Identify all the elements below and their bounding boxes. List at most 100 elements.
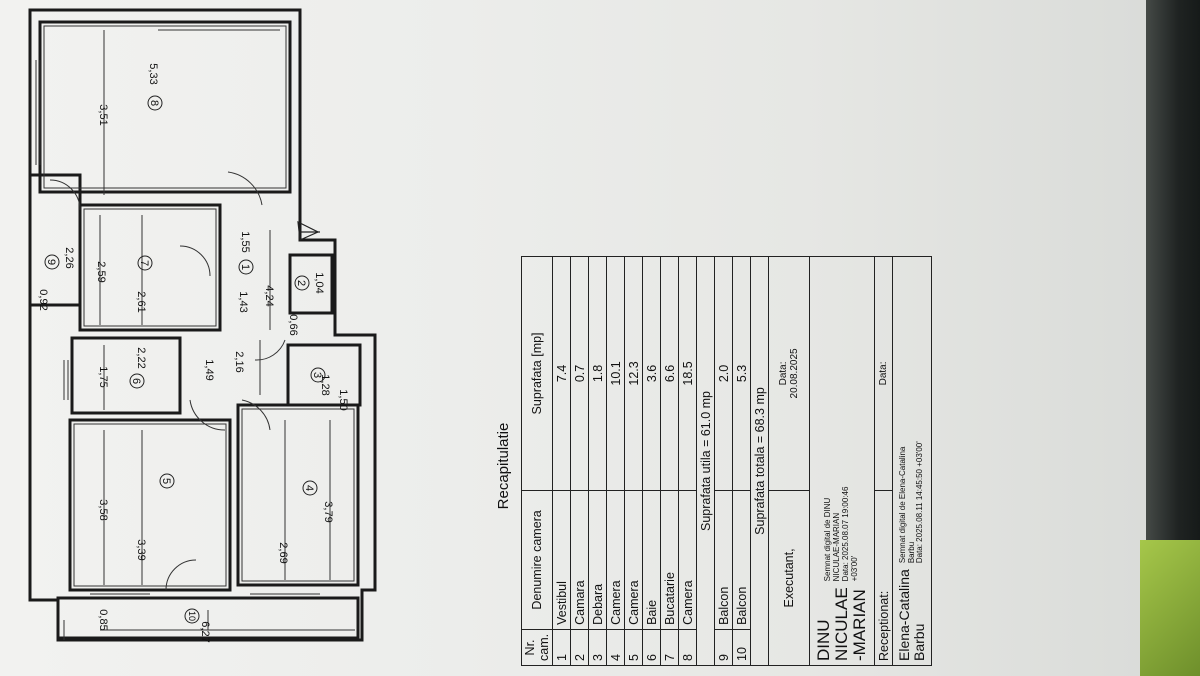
room-num-2: 2 [295, 280, 307, 286]
room-3-wall [286, 343, 362, 407]
dim-0-92: 0,92 [37, 289, 49, 310]
row-nr: 2 [570, 629, 589, 666]
dim-3-51: 3,51 [97, 104, 109, 125]
dim-1-75: 1,75 [97, 366, 109, 387]
dim-1-50: 1,50 [337, 389, 349, 410]
row-nr: 3 [588, 629, 607, 666]
row-name: Camera [606, 490, 625, 630]
exec-sig-1: Semnat digital de DINU NICULAE-MARIAN [823, 497, 842, 582]
rec-name-2: Barbu [911, 623, 927, 661]
room-6-wall [70, 336, 182, 415]
row-nr: 7 [660, 629, 679, 666]
room-num-10: 10 [187, 611, 197, 621]
dim-2-16: 2,16 [233, 351, 245, 372]
room-5-wall [68, 418, 232, 592]
room-num-9: 9 [45, 259, 57, 265]
green-surface [1140, 540, 1200, 676]
row-nr: 10 [732, 629, 751, 666]
dim-3-58: 3,58 [97, 499, 109, 520]
row-nr: 9 [714, 629, 733, 666]
grand-total-row: Suprafata totala = 68.3 mp [750, 256, 769, 666]
dim-2-61: 2,61 [135, 291, 147, 312]
row-nr: 5 [624, 629, 643, 666]
row-name: Balcon [714, 490, 733, 630]
room-num-6: 6 [130, 378, 142, 384]
row-area: 12.3 [624, 256, 643, 491]
room-8-wall [38, 20, 292, 194]
signature-row: DINU NICULAE -MARIAN Semnat digital de D… [809, 256, 875, 666]
row-name: Vestibul [552, 490, 571, 630]
dim-2-22: 2,22 [135, 347, 147, 368]
grand-total: Suprafata totala = 68.3 mp [750, 256, 769, 666]
room-2-wall [288, 253, 334, 315]
executant-label: Executant, [768, 490, 810, 666]
dim-2-59: 2,59 [95, 261, 107, 282]
row-name: Balcon [732, 490, 751, 630]
useful-total-row: Suprafata utila = 61.0 mp [696, 256, 715, 666]
receptionat-row: Receptionat: Data: [874, 256, 893, 666]
row-nr: 1 [552, 629, 571, 666]
room-num-1: 1 [239, 264, 251, 270]
dim-6-27: 6,27 [199, 621, 211, 642]
row-nr: 8 [678, 629, 697, 666]
header-nr: Nr. cam. [521, 629, 553, 666]
row-area: 18.5 [678, 256, 697, 491]
row-area: 3.6 [642, 256, 661, 491]
balcony-9-wall [28, 173, 82, 307]
row-name: Camera [624, 490, 643, 630]
exec-name-2: NICULAE [832, 587, 852, 661]
dim-0-85: 0,85 [97, 609, 109, 630]
exec-name-1: DINU [814, 619, 834, 661]
north-arrow-icon [297, 220, 320, 241]
room-num-3: 3 [311, 372, 323, 378]
executant-date-label: Data: [778, 361, 789, 386]
executant-signature: DINU NICULAE -MARIAN Semnat digital de D… [809, 256, 875, 666]
row-area: 6.6 [660, 256, 679, 491]
dim-1-04: 1,04 [313, 272, 325, 293]
header-area: Suprafata [mp] [521, 256, 553, 491]
row-area: 2.0 [714, 256, 733, 491]
row-name: Debara [588, 490, 607, 630]
exec-name-3: -MARIAN [849, 589, 869, 661]
dim-3-39: 3,39 [135, 539, 147, 560]
exec-sig-2: Data: 2025.08.07 19:00:46 +03'00' [841, 486, 859, 582]
dim-1-49: 1,49 [203, 359, 215, 380]
row-nr: 4 [606, 629, 625, 666]
dim-1-28: 1,28 [319, 374, 331, 395]
balcony-10-wall [56, 596, 360, 640]
dim-5-33: 5,33 [147, 63, 159, 84]
row-area: 10.1 [606, 256, 625, 491]
rec-sig-1: Semnat digital de Elena-Catalina Barbu [897, 446, 916, 564]
row-area: 5.3 [732, 256, 751, 491]
dim-1-55: 1,55 [239, 231, 251, 252]
dim-4-24: 4,24 [263, 285, 275, 306]
row-area: 0.7 [570, 256, 589, 491]
receptionat-signature: Elena-Catalina Barbu Semnat digital de E… [892, 256, 932, 666]
row-area: 1.8 [588, 256, 607, 491]
dim-2-26: 2,26 [63, 247, 75, 268]
room-4-wall [236, 403, 360, 587]
receptionat-date-label: Data: [874, 256, 893, 491]
recap-section: Recapitulatie Nr. cam. Denumire camera S… [495, 256, 945, 676]
rec-sig-2: Data: 2025.08.11 14:45:50 +03'00' [915, 441, 925, 564]
recap-table: Nr. cam. Denumire camera Suprafata [mp] … [521, 256, 932, 666]
table-header-row: Nr. cam. Denumire camera Suprafata [mp] [521, 256, 553, 666]
room-num-4: 4 [303, 485, 315, 491]
receptionat-label: Receptionat: [874, 490, 893, 666]
row-name: Camera [678, 490, 697, 630]
row-area: 7.4 [552, 256, 571, 491]
receptionat-signature-row: Elena-Catalina Barbu Semnat digital de E… [892, 256, 932, 666]
row-nr: 6 [642, 629, 661, 666]
dim-2-69: 2,69 [277, 542, 289, 563]
paper-sheet [0, 0, 1146, 676]
row-name: Camara [570, 490, 589, 630]
outer-wall [28, 8, 377, 642]
header-name: Denumire camera [521, 490, 553, 630]
